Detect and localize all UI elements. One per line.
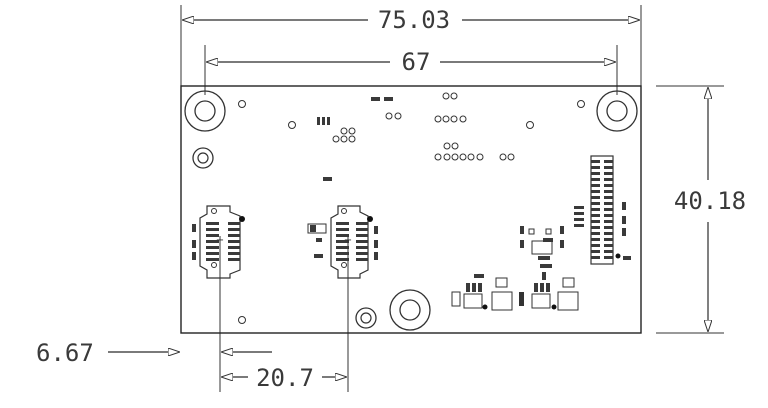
connector-pin: [604, 196, 613, 199]
dimension-connector-spacing: 20.7: [219, 236, 349, 392]
standoff-bottom: [355, 307, 377, 329]
connector-pin: [604, 226, 613, 229]
connector-pin: [591, 196, 600, 199]
connector-pin: [604, 160, 613, 163]
connector-pin: [591, 178, 600, 181]
connector-pin: [604, 256, 613, 259]
connector-pin: [591, 208, 600, 211]
connector-pin: [604, 184, 613, 187]
connector-left: +: [192, 205, 245, 279]
connector-pin: [604, 172, 613, 175]
connector-pin: [591, 226, 600, 229]
connector-pin: [604, 178, 613, 181]
connector-pin: [604, 220, 613, 223]
svg-text:+: +: [216, 235, 224, 246]
connector-pin: [604, 208, 613, 211]
connector-pin: [591, 250, 600, 253]
connector-pin: [591, 256, 600, 259]
connector-pin: [591, 244, 600, 247]
mounting-hole-top-left: [184, 90, 226, 132]
connector-pin: [591, 166, 600, 169]
connector-pin: [591, 238, 600, 241]
connector-pin: [591, 232, 600, 235]
dimension-label-connector-spacing: 20.7: [256, 364, 314, 392]
standoff-left: [192, 147, 214, 169]
dimension-hole-spacing: 67: [204, 45, 618, 95]
power-section: [451, 226, 579, 311]
mounting-hole-bottom: [389, 289, 431, 331]
connector-pin: [604, 250, 613, 253]
svg-text:+: +: [344, 235, 352, 246]
connector-pin: [591, 214, 600, 217]
connector-pin: [591, 190, 600, 193]
connector-pin: [591, 184, 600, 187]
dimension-board-height: 40.18: [656, 85, 746, 334]
mounting-hole-top-right: [596, 90, 638, 132]
connector-pin: [604, 238, 613, 241]
connector-pin: [604, 232, 613, 235]
dimension-label-overall-width: 75.03: [378, 6, 450, 34]
fiducials: [238, 100, 585, 324]
connector-right: [574, 155, 631, 265]
dimension-label-board-height: 40.18: [674, 187, 746, 215]
dimension-label-hole-spacing: 67: [402, 48, 431, 76]
connector-pin: [604, 244, 613, 247]
connector-pin: [591, 172, 600, 175]
connector-pin: [591, 202, 600, 205]
smd-parts-top: [317, 97, 393, 181]
connector-pin: [604, 202, 613, 205]
connector-pin: [591, 160, 600, 163]
connector-pin: [604, 214, 613, 217]
connector-pin: [591, 220, 600, 223]
via-clusters: [332, 92, 515, 161]
dimension-left-offset: 6.67: [36, 339, 272, 367]
connector-pin: [604, 166, 613, 169]
connector-middle: +: [307, 205, 378, 279]
board-outline: [180, 85, 642, 334]
connector-pin: [604, 190, 613, 193]
dimension-label-left-offset: 6.67: [36, 339, 94, 367]
dimension-overall-width: 75.03: [180, 5, 642, 86]
